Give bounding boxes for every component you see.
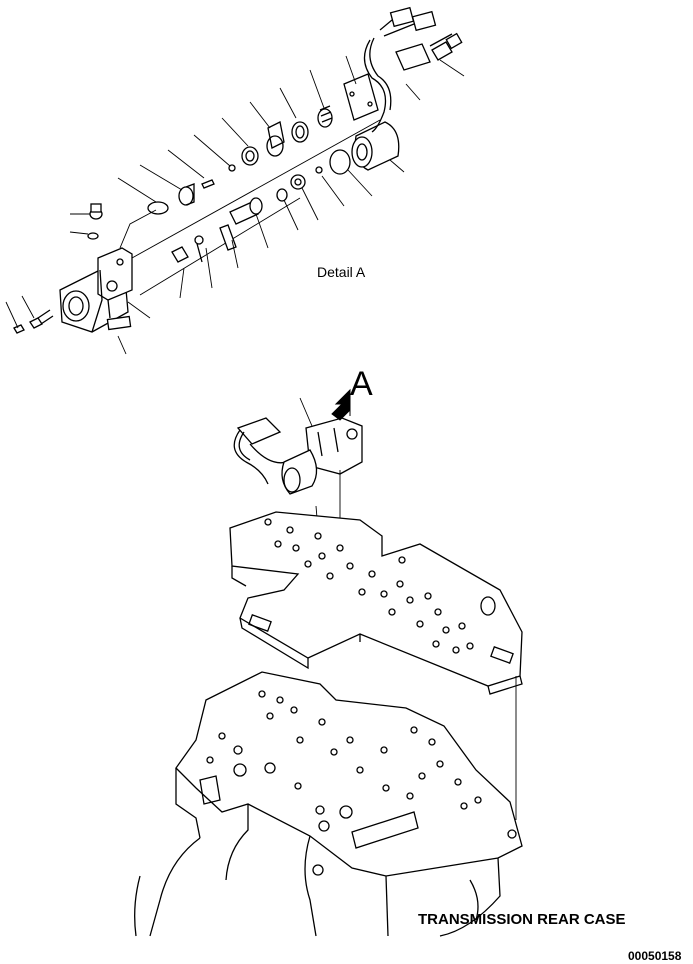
assembled-solenoid-valve bbox=[233, 397, 363, 548]
view-callout-label: A bbox=[350, 365, 373, 403]
spool-components-upper bbox=[178, 105, 333, 206]
leader-lines-detail bbox=[5, 55, 465, 355]
rear-case-ports bbox=[206, 690, 517, 876]
transmission-rear-case-label: TRANSMISSION REAR CASE bbox=[418, 911, 626, 928]
mounting-plate bbox=[343, 73, 379, 121]
drawing-number: 00050158 bbox=[628, 949, 682, 963]
wire-harness-connectors bbox=[363, 6, 463, 133]
mounting-bolts bbox=[13, 309, 54, 334]
valve-body bbox=[59, 247, 133, 333]
detail-a-label: Detail A bbox=[317, 264, 366, 280]
spool-components-lower bbox=[171, 149, 351, 263]
plug-and-seal bbox=[87, 201, 169, 240]
view-arrow bbox=[331, 388, 351, 421]
detail-a-exploded-view bbox=[5, 6, 465, 355]
valve-plate-ports bbox=[264, 518, 474, 654]
valve-plate bbox=[229, 511, 523, 820]
solenoid-coil bbox=[351, 121, 400, 171]
transmission-rear-case bbox=[134, 671, 523, 937]
